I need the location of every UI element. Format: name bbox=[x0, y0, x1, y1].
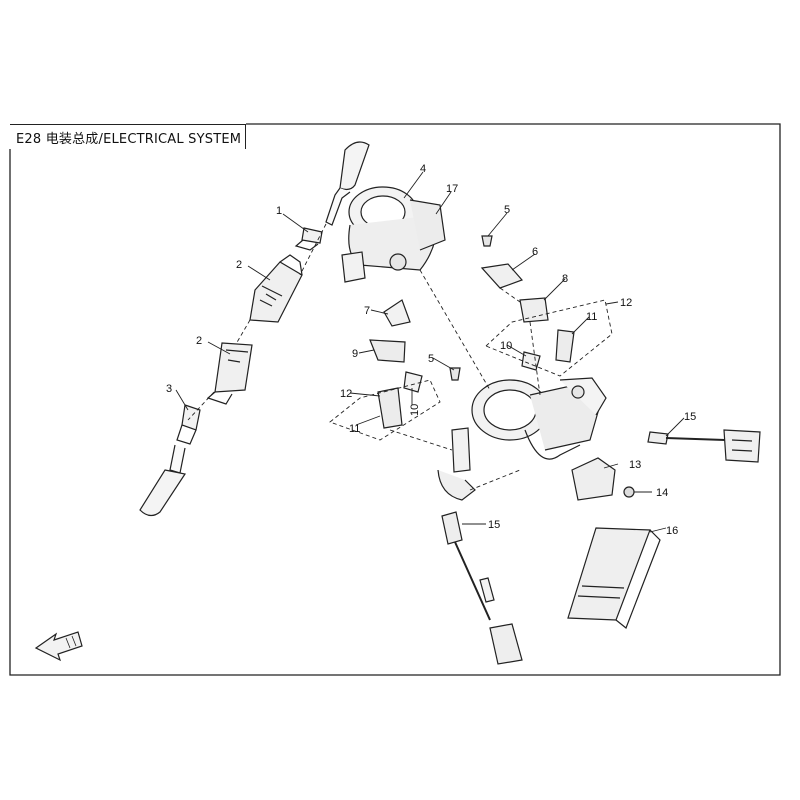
injector-11-right bbox=[555, 329, 575, 363]
callout-4: 4 bbox=[420, 163, 426, 175]
bracket-13 bbox=[571, 457, 616, 501]
diagram-frame bbox=[9, 123, 781, 676]
ecu-16 bbox=[567, 527, 661, 629]
harness-dashed-line bbox=[187, 223, 327, 421]
callout-16: 16 bbox=[666, 525, 678, 537]
front-arrow-icon bbox=[34, 631, 83, 662]
connector-3 bbox=[176, 404, 201, 445]
callout-14: 14 bbox=[656, 487, 668, 499]
diagram-title: E28 电装总成/ELECTRICAL SYSTEM bbox=[16, 131, 242, 147]
sensor-15-lower bbox=[441, 511, 523, 665]
callout-11-left: 11 bbox=[349, 423, 360, 435]
sensor-9 bbox=[369, 339, 406, 363]
callout-1: 1 bbox=[276, 205, 282, 217]
injector-8 bbox=[519, 297, 549, 323]
clip-10-right bbox=[521, 351, 541, 371]
callout-9: 9 bbox=[352, 348, 358, 360]
bolt-5-upper bbox=[481, 235, 493, 247]
callout-15-right: 15 bbox=[684, 411, 696, 423]
callout-11-right: 11 bbox=[586, 311, 597, 323]
callout-10-right: 10 bbox=[500, 340, 512, 352]
callout-15-lower: 15 bbox=[488, 519, 500, 531]
connector-housing-upper bbox=[249, 254, 303, 323]
callout-5-center: 5 bbox=[428, 353, 434, 365]
clip-7 bbox=[383, 299, 411, 327]
leader-lines bbox=[175, 171, 685, 533]
callout-12-left: 12 bbox=[340, 388, 352, 400]
callout-7: 7 bbox=[364, 305, 370, 317]
throttle-body-center bbox=[471, 377, 607, 460]
callout-2-lower: 2 bbox=[196, 335, 202, 347]
callout-13: 13 bbox=[629, 459, 641, 471]
injector-11-left bbox=[377, 387, 403, 429]
callout-3: 3 bbox=[166, 383, 172, 395]
group-outline-12-right bbox=[485, 299, 613, 377]
callout-6: 6 bbox=[532, 246, 538, 258]
clip-10-left bbox=[403, 371, 423, 393]
callout-8: 8 bbox=[562, 273, 568, 285]
fuel-pipe bbox=[437, 427, 476, 501]
callout-12-right: 12 bbox=[620, 297, 632, 309]
handle-grip-bottom bbox=[139, 444, 186, 517]
callout-17: 17 bbox=[446, 183, 458, 195]
callout-5-upper: 5 bbox=[504, 204, 510, 216]
handle-grip-top bbox=[325, 141, 370, 226]
nut-14 bbox=[623, 486, 635, 498]
group-outline-12-left bbox=[329, 379, 441, 441]
throttle-body-upper bbox=[341, 186, 446, 283]
bolt-5-center bbox=[449, 367, 461, 381]
callout-10-left: 10 bbox=[409, 404, 421, 416]
callout-2-upper: 2 bbox=[236, 259, 242, 271]
connector-housing-lower bbox=[206, 342, 253, 405]
diagram-title-box: E28 电装总成/ELECTRICAL SYSTEM bbox=[10, 124, 246, 149]
sensor-15-right bbox=[647, 429, 761, 463]
